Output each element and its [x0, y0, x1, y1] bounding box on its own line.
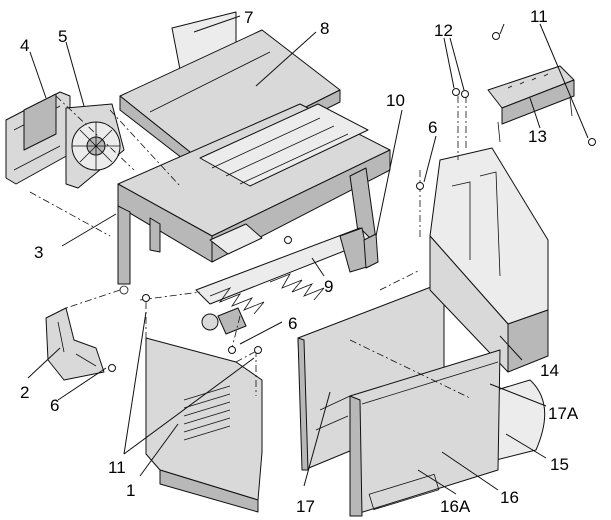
callout-2: 2: [20, 383, 29, 402]
callout-13: 13: [528, 127, 547, 146]
callout-6-middle: 6: [288, 314, 297, 333]
callout-16: 16: [500, 488, 519, 507]
callout-3: 3: [34, 243, 43, 262]
part-10-latch: [364, 234, 378, 268]
screw-icon: [589, 139, 596, 146]
part-5-fan: [66, 104, 124, 188]
screw-icon: [109, 365, 116, 372]
part-14-right-frame: [430, 148, 548, 372]
callout-10: 10: [386, 91, 405, 110]
callout-12: 12: [434, 21, 453, 40]
callout-6-top: 6: [428, 118, 437, 137]
callout-14: 14: [540, 361, 559, 380]
callout-17a: 17A: [548, 404, 579, 423]
callout-8: 8: [320, 19, 329, 38]
callout-7: 7: [244, 8, 253, 27]
callout-17: 17: [296, 497, 315, 516]
screw-icon: [143, 295, 150, 302]
callout-5: 5: [58, 27, 67, 46]
screw-icon: [417, 183, 424, 190]
callout-11-right: 11: [530, 7, 548, 26]
callout-1: 1: [126, 481, 135, 500]
callout-9: 9: [324, 277, 333, 296]
callout-16a: 16A: [440, 497, 471, 516]
screw-icon: [285, 237, 292, 244]
callout-11-left: 11: [108, 458, 126, 477]
part-2-sensor-bracket: [46, 308, 104, 380]
callout-15: 15: [550, 455, 569, 474]
part-4-fan-bracket: [6, 92, 70, 184]
callout-4: 4: [20, 36, 29, 55]
screw-icon: [493, 33, 500, 40]
screw-icon: [229, 347, 236, 354]
callout-6-left: 6: [50, 396, 59, 415]
screw-icon: [453, 89, 460, 96]
screw-icon: [462, 91, 469, 98]
screw-icon: [255, 347, 262, 354]
